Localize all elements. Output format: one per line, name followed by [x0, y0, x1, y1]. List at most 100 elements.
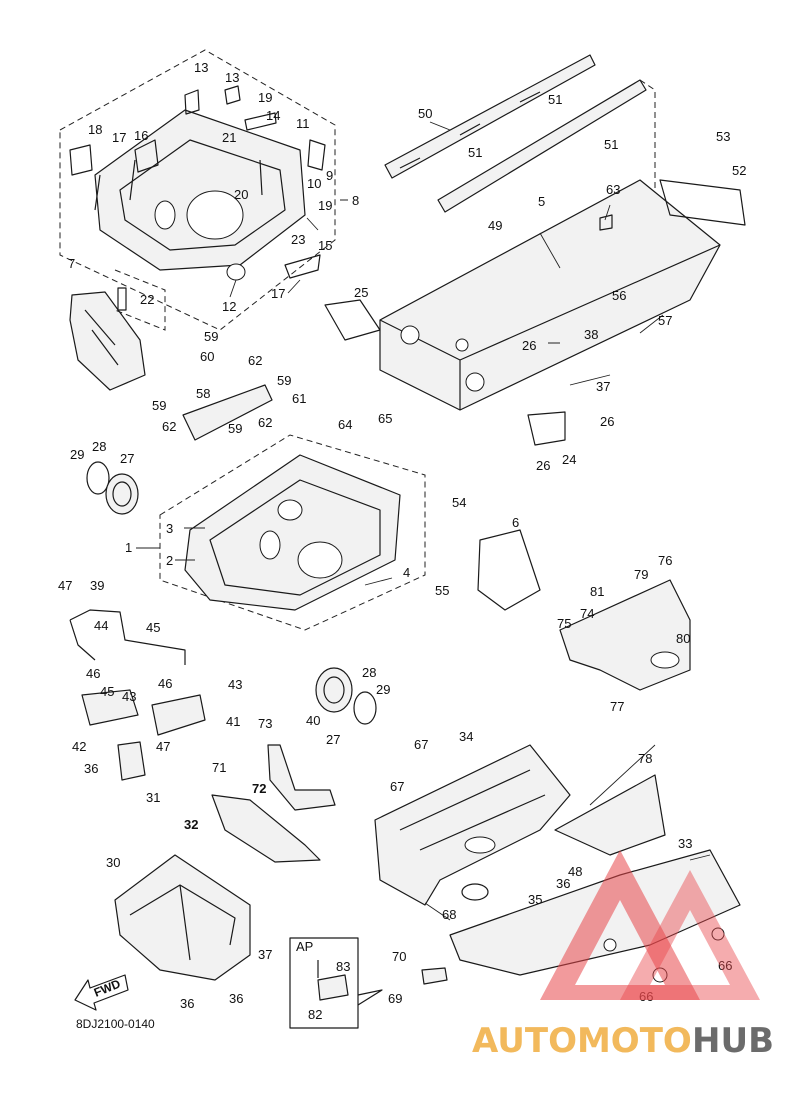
callout-18: 18	[88, 122, 102, 137]
callout-27: 27	[120, 451, 134, 466]
callout-22: 22	[140, 292, 154, 307]
callout-36: 36	[84, 761, 98, 776]
callout-8: 8	[352, 193, 359, 208]
callout-28: 28	[92, 439, 106, 454]
callout-6: 6	[512, 515, 519, 530]
callout-71: 71	[212, 760, 226, 775]
watermark-logo-icon	[540, 850, 700, 1000]
callout-35: 35	[528, 892, 542, 907]
callout-45: 45	[100, 684, 114, 699]
callout-75: 75	[557, 616, 571, 631]
callout-82: 82	[308, 1007, 322, 1022]
leader-lines	[136, 121, 711, 921]
callout-5: 5	[538, 194, 545, 209]
callout-83: 83	[336, 959, 350, 974]
callout-42: 42	[72, 739, 86, 754]
callout-46: 46	[86, 666, 100, 681]
diagram-code: 8DJ2100-0140	[76, 1017, 155, 1031]
callout-47: 47	[156, 739, 170, 754]
callout-3: 3	[166, 521, 173, 536]
callout-11: 11	[296, 116, 310, 131]
callout-39: 39	[90, 578, 104, 593]
callout-21: 21	[222, 130, 236, 145]
callout-58: 58	[196, 386, 210, 401]
callout-69: 69	[388, 991, 402, 1006]
callout-26: 26	[536, 458, 550, 473]
callout-33: 33	[678, 836, 692, 851]
callout-13: 13	[225, 70, 239, 85]
callout-62: 62	[248, 353, 262, 368]
callout-43: 43	[122, 689, 136, 704]
callout-80: 80	[676, 631, 690, 646]
callout-57: 57	[658, 313, 672, 328]
callout-79: 79	[634, 567, 648, 582]
upper-frame-group	[59, 49, 336, 331]
callout-34: 34	[459, 729, 473, 744]
boots-group	[86, 461, 377, 725]
callout-54: 54	[452, 495, 466, 510]
callout-37: 37	[596, 379, 610, 394]
callout-47: 47	[58, 578, 72, 593]
bumper-group	[69, 609, 206, 781]
callout-66: 66	[718, 958, 732, 973]
callout-59: 59	[277, 373, 291, 388]
callout-51: 51	[468, 145, 482, 160]
watermark-logo-icon	[620, 870, 760, 1000]
callout-59: 59	[152, 398, 166, 413]
callout-63: 63	[606, 182, 620, 197]
callout-40: 40	[306, 713, 320, 728]
callout-2: 2	[166, 553, 173, 568]
watermark-text-a: AUTOMOTO	[472, 1021, 692, 1061]
callout-49: 49	[488, 218, 502, 233]
callout-16: 16	[134, 128, 148, 143]
callout-74: 74	[580, 606, 594, 621]
callout-81: 81	[590, 584, 604, 599]
callouts: 13 13 19 14 11 18 17 16 21 9 10 20 19 8 …	[58, 60, 746, 1022]
callout-46: 46	[158, 676, 172, 691]
callout-56: 56	[612, 288, 626, 303]
callout-53: 53	[716, 129, 730, 144]
callout-20: 20	[234, 187, 248, 202]
callout-38: 38	[584, 327, 598, 342]
callout-50: 50	[418, 106, 432, 121]
watermark: AUTOMOTO HUB	[472, 850, 774, 1061]
callout-67: 67	[414, 737, 428, 752]
callout-59: 59	[228, 421, 242, 436]
callout-43: 43	[228, 677, 242, 692]
callout-51: 51	[548, 92, 562, 107]
callout-36: 36	[556, 876, 570, 891]
fwd-label: FWD	[92, 976, 123, 999]
callout-19: 19	[318, 198, 332, 213]
callout-36: 36	[180, 996, 194, 1011]
callout-29: 29	[70, 447, 84, 462]
callout-59: 59	[204, 329, 218, 344]
callout-4: 4	[403, 565, 410, 580]
callout-23: 23	[291, 232, 305, 247]
fwd-arrow: FWD	[74, 974, 129, 1011]
callout-72: 72	[252, 781, 266, 796]
callout-73: 73	[258, 716, 272, 731]
callout-78: 78	[638, 751, 652, 766]
callout-13: 13	[194, 60, 208, 75]
callout-52: 52	[732, 163, 746, 178]
watermark-text-b: HUB	[692, 1021, 774, 1061]
callout-76: 76	[658, 553, 672, 568]
callout-19: 19	[258, 90, 272, 105]
callout-61: 61	[292, 391, 306, 406]
callout-62: 62	[258, 415, 272, 430]
callout-77: 77	[610, 699, 624, 714]
ap-inset	[289, 937, 448, 1029]
callout-62: 62	[162, 419, 176, 434]
ap-label: AP	[296, 939, 313, 954]
callout-9: 9	[326, 168, 333, 183]
callout-41: 41	[226, 714, 240, 729]
callout-60: 60	[200, 349, 214, 364]
callout-64: 64	[338, 417, 352, 432]
callout-51: 51	[604, 137, 618, 152]
guards-group	[211, 744, 336, 863]
callout-14: 14	[266, 108, 280, 123]
callout-28: 28	[362, 665, 376, 680]
callout-15: 15	[318, 238, 332, 253]
front-cover-group	[114, 854, 251, 981]
